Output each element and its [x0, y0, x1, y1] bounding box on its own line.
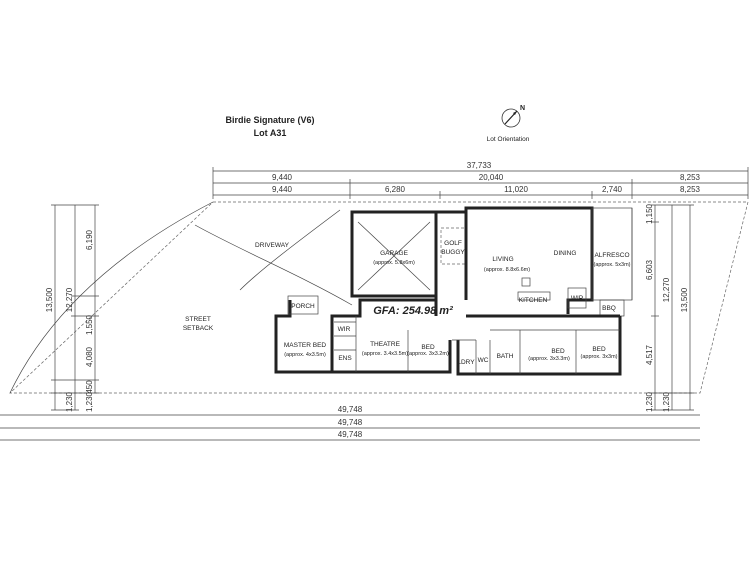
dim-right-3: 4,517: [645, 344, 654, 365]
dim-bottom-1: 49,748: [338, 405, 363, 414]
dim-right-4: 1,230: [645, 391, 654, 412]
street-label: STREET: [185, 316, 211, 323]
dim-left-6: 1,230: [85, 391, 94, 412]
dim-row3-1: 9,440: [272, 185, 293, 194]
dim-left-outer: 13,500: [45, 287, 54, 312]
dim-top-3: 8,253: [680, 173, 701, 182]
dim-bottom-3: 49,748: [338, 430, 363, 439]
dim-row3-4: 2,740: [602, 185, 623, 194]
plan-title: Birdie Signature (V6): [225, 115, 314, 125]
north-label: N: [520, 105, 525, 112]
house-walls: [274, 206, 633, 376]
ens-label: ENS: [338, 355, 352, 362]
bed-2-label: BED: [551, 348, 565, 355]
living-label: LIVING: [492, 256, 513, 263]
top-dimensions: [212, 167, 749, 199]
ldry-label: LDRY: [457, 359, 475, 366]
dim-overall: 37,733: [467, 161, 492, 170]
setback-label: SETBACK: [183, 325, 214, 332]
orientation-label: Lot Orientation: [487, 136, 530, 143]
bath-label: BATH: [497, 353, 514, 360]
dining-label: DINING: [554, 250, 577, 257]
golf-label: GOLF: [444, 240, 462, 247]
bed-1-size: (approx. 3x3.2m): [407, 351, 449, 357]
living-size: (approx. 8.8x6.6m): [484, 267, 530, 273]
alfresco-size: (approx. 5x3m): [594, 262, 631, 268]
dim-right-1: 1,150: [645, 203, 654, 224]
dim-top-2: 20,040: [479, 173, 504, 182]
dim-left-5: 1,230: [65, 391, 74, 412]
dim-row3-5: 8,253: [680, 185, 701, 194]
wc-label: WC: [478, 357, 489, 364]
master-bed-label: MASTER BED: [284, 342, 327, 349]
driveway-edge: [194, 224, 353, 306]
dim-left-1: 6,190: [85, 229, 94, 250]
theatre-size: (approx. 3.4x3.5m): [362, 351, 408, 357]
garage-label: GARAGE: [380, 250, 408, 257]
bed-3-label: BED: [592, 346, 606, 353]
dim-left-4: 450: [85, 380, 94, 394]
bed-1-label: BED: [421, 344, 435, 351]
dim-right-5: 1,230: [662, 391, 671, 412]
dim-left-2: 1,550: [85, 314, 94, 335]
bbq-label: BBQ: [602, 305, 616, 312]
buggy-label: BUGGY: [441, 249, 465, 256]
garage-size: (approx. 5.8x6m): [373, 260, 415, 266]
dim-row3-2: 6,280: [385, 185, 406, 194]
alfresco-label: ALFRESCO: [594, 252, 629, 259]
dim-right-2: 6,603: [645, 259, 654, 280]
theatre-label: THEATRE: [370, 341, 401, 348]
kitchen-label: KITCHEN: [519, 297, 548, 304]
master-bed-size: (approx. 4x3.5m): [284, 352, 326, 358]
wip-label: WIP: [571, 295, 583, 302]
bottom-dimensions: [0, 414, 700, 441]
dim-bottom-2: 49,748: [338, 418, 363, 427]
north-arrow-icon: [501, 108, 521, 128]
driveway-label: DRIVEWAY: [255, 242, 290, 249]
bed-2-size: (approx. 3x3.3m): [528, 356, 570, 362]
dim-right-mid: 12,270: [662, 277, 671, 302]
left-dimensions: [51, 204, 99, 411]
lot-boundary: [9, 201, 749, 394]
dim-left-mid: 12,270: [65, 287, 74, 312]
lot-number: Lot A31: [254, 128, 287, 138]
dim-right-outer: 13,500: [680, 287, 689, 312]
porch-label: PORCH: [291, 303, 315, 310]
gfa-label: GFA: 254.98 m²: [373, 305, 453, 317]
bed-3-size: (approx. 3x3m): [581, 354, 618, 360]
dim-row3-3: 11,020: [504, 185, 528, 194]
dim-top-1: 9,440: [272, 173, 293, 182]
wir-label: WIR: [338, 326, 351, 333]
dim-left-3: 4,080: [85, 346, 94, 367]
right-dimensions: [651, 204, 694, 411]
